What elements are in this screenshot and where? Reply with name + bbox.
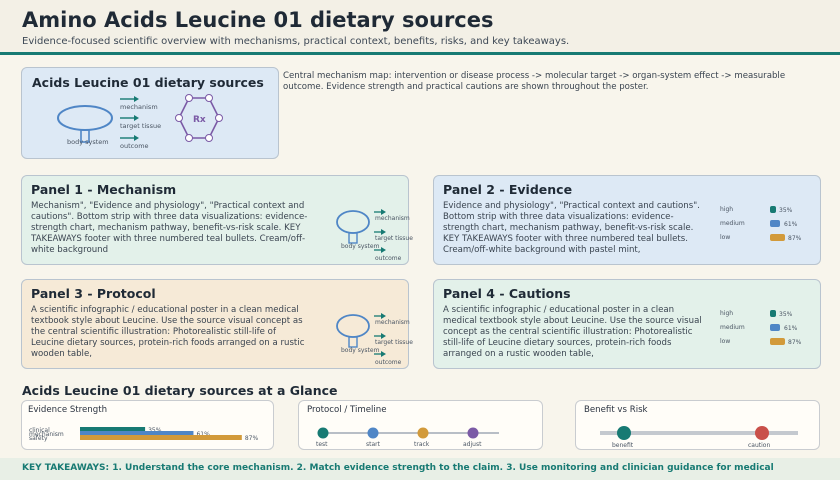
svg-text:target tissue: target tissue bbox=[375, 235, 413, 242]
hero-mechanism-diagram: body system mechanism target tissue outc… bbox=[57, 94, 223, 150]
header-divider bbox=[0, 52, 840, 55]
svg-text:body system: body system bbox=[341, 243, 380, 250]
svg-text:target tissue: target tissue bbox=[120, 122, 161, 130]
panel-title: Panel 4 - Cautions bbox=[443, 286, 571, 301]
panel-protocol: Panel 3 - Protocol A scientific infograp… bbox=[21, 279, 413, 369]
svg-text:outcome: outcome bbox=[120, 142, 149, 150]
svg-text:start: start bbox=[366, 441, 381, 448]
svg-text:Rx: Rx bbox=[193, 115, 206, 125]
panel-text: A scientific infographic / educational p… bbox=[443, 305, 702, 359]
svg-text:low: low bbox=[720, 338, 730, 345]
panel-title: Panel 1 - Mechanism bbox=[31, 182, 177, 197]
key-takeaways-text: KEY TAKEAWAYS: 1. Understand the core me… bbox=[22, 463, 774, 473]
svg-text:87%: 87% bbox=[788, 235, 802, 242]
protocol-timeline: test start track adjust bbox=[316, 427, 499, 448]
body-system-shape bbox=[57, 105, 113, 131]
svg-text:track: track bbox=[414, 441, 430, 448]
glance-title: Acids Leucine 01 dietary sources at a Gl… bbox=[22, 383, 338, 398]
panel-title: Panel 2 - Evidence bbox=[443, 182, 573, 197]
arrow-mechanism: mechanism bbox=[120, 96, 158, 111]
benefit-risk-title: Benefit vs Risk bbox=[584, 405, 648, 415]
svg-text:adjust: adjust bbox=[463, 441, 482, 448]
timeline-step-test bbox=[317, 427, 329, 439]
svg-text:61%: 61% bbox=[784, 325, 798, 332]
evidence-row-label: clinical bbox=[29, 427, 50, 434]
evidence-row-label: safety bbox=[29, 435, 48, 442]
svg-text:high: high bbox=[720, 206, 733, 213]
svg-text:high: high bbox=[720, 310, 733, 317]
svg-text:87%: 87% bbox=[788, 339, 802, 346]
timeline-step-start bbox=[367, 427, 379, 439]
svg-text:target tissue: target tissue bbox=[375, 339, 413, 346]
panel-mechanism-diagram: body system mechanism target tissue outc… bbox=[336, 209, 413, 262]
page-subtitle: Evidence-focused scientific overview wit… bbox=[22, 36, 570, 47]
svg-text:low: low bbox=[720, 234, 730, 241]
svg-text:61%: 61% bbox=[784, 221, 798, 228]
svg-text:benefit: benefit bbox=[612, 442, 634, 449]
hero-title: Acids Leucine 01 dietary sources bbox=[32, 75, 264, 90]
protocol-timeline-title: Protocol / Timeline bbox=[307, 405, 387, 415]
evidence-bar bbox=[80, 427, 146, 432]
svg-text:mechanism: mechanism bbox=[120, 103, 158, 111]
evidence-level-legend: high 35% medium 61% low 87% bbox=[720, 206, 802, 242]
caution-level-legend: high 35% medium 61% low 87% bbox=[720, 310, 802, 346]
caution-marker bbox=[755, 426, 769, 440]
svg-text:mechanism: mechanism bbox=[375, 215, 410, 222]
evidence-strength-title: Evidence Strength bbox=[28, 405, 108, 415]
svg-text:medium: medium bbox=[720, 220, 745, 227]
key-takeaways-footer: KEY TAKEAWAYS: 1. Understand the core me… bbox=[0, 458, 840, 480]
evidence-row-label: mechanism bbox=[29, 431, 64, 438]
panel-protocol-diagram: body system mechanism target tissue outc… bbox=[336, 313, 413, 366]
benefit-marker bbox=[617, 426, 631, 440]
evidence-bar-value: 35% bbox=[148, 427, 162, 434]
svg-text:mechanism: mechanism bbox=[375, 319, 410, 326]
panel-text: Evidence and physiology", "Practical con… bbox=[443, 201, 700, 255]
body-system-stem bbox=[80, 129, 90, 143]
svg-text:35%: 35% bbox=[779, 311, 793, 318]
svg-text:body system: body system bbox=[341, 347, 380, 354]
evidence-bar bbox=[80, 431, 194, 436]
panel-title: Panel 3 - Protocol bbox=[31, 286, 156, 301]
panel-mechanism: Panel 1 - Mechanism Mechanism", "Evidenc… bbox=[21, 175, 413, 265]
svg-text:medium: medium bbox=[720, 324, 745, 331]
body-system-label: body system bbox=[67, 138, 109, 146]
protocol-timeline-card: Protocol / Timeline test start track adj… bbox=[298, 400, 543, 450]
svg-text:outcome: outcome bbox=[375, 359, 402, 366]
panel-text: Mechanism", "Evidence and physiology", "… bbox=[31, 201, 308, 255]
header: Amino Acids Leucine 01 dietary sources E… bbox=[0, 0, 840, 52]
arrow-outcome: outcome bbox=[120, 135, 149, 150]
timeline-step-adjust bbox=[467, 427, 479, 439]
svg-text:35%: 35% bbox=[779, 207, 793, 214]
benefit-risk-scale: benefit caution bbox=[600, 426, 798, 449]
arrow-target-tissue: target tissue bbox=[120, 115, 161, 130]
svg-text:outcome: outcome bbox=[375, 255, 402, 262]
svg-text:test: test bbox=[316, 441, 328, 448]
timeline-step-track bbox=[417, 427, 429, 439]
evidence-bar bbox=[80, 435, 242, 440]
rx-molecule-icon: Rx bbox=[175, 94, 223, 142]
evidence-strength-card: Evidence Strength clinical 35% mechanism 61… bbox=[21, 400, 274, 450]
hero-card: Acids Leucine 01 dietary sources body sy… bbox=[21, 67, 279, 159]
page-title: Amino Acids Leucine 01 dietary sources bbox=[22, 8, 494, 32]
hero-description: Central mechanism map: intervention or d… bbox=[283, 71, 786, 92]
panel-cautions: Panel 4 - Cautions A scientific infograp… bbox=[433, 279, 821, 369]
evidence-bar-value: 87% bbox=[245, 435, 259, 442]
svg-text:caution: caution bbox=[748, 442, 770, 449]
evidence-bar-value: 61% bbox=[196, 431, 210, 438]
evidence-strength-chart: clinical 35% mechanism 61% safety 87% bbox=[29, 427, 259, 442]
benefit-risk-card: Benefit vs Risk benefit caution bbox=[575, 400, 820, 450]
panel-evidence: Panel 2 - Evidence Evidence and physiolo… bbox=[433, 175, 821, 265]
panel-text: A scientific infographic / educational p… bbox=[31, 305, 305, 359]
